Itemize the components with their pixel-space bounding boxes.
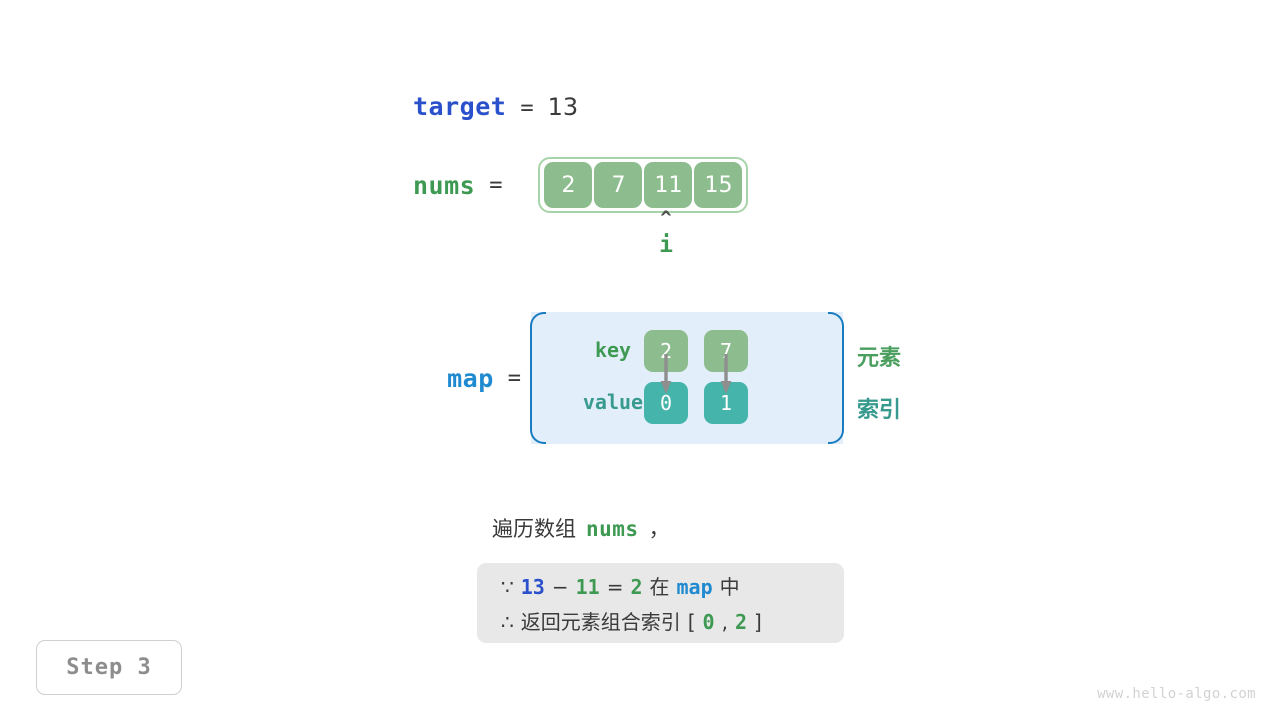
map-right-bracket <box>828 312 844 444</box>
target-value: 13 <box>547 93 579 121</box>
result-bracket-close: ] <box>754 610 762 634</box>
map-variable-name: map <box>447 363 494 393</box>
premise-map-name: map <box>676 575 713 599</box>
annotation-element: 元素 <box>857 346 902 371</box>
index-pointer-caret-icon: ^ <box>660 207 672 229</box>
map-key-row-label: key <box>594 338 632 362</box>
premise-mid-text: 在 <box>649 575 670 599</box>
minus-sign: − <box>551 575 569 599</box>
map-left-bracket <box>530 312 546 444</box>
premise-current-value: 11 <box>575 575 600 599</box>
map-declaration: map = key value 2 7 0 1 <box>413 312 844 444</box>
result-text: 返回元素组合索引 <box>520 610 681 634</box>
caption-prefix: 遍历数组 <box>492 517 576 541</box>
map-container: key value 2 7 0 1 <box>530 312 844 444</box>
result-index-first: 0 <box>702 610 715 634</box>
premise-complement-value: 2 <box>630 575 643 599</box>
result-comma: , <box>721 610 728 634</box>
map-value-row-label: value <box>582 390 644 414</box>
map-equals-sign: = <box>507 365 521 391</box>
key-to-value-arrow-icon <box>720 354 732 394</box>
conclusion-line-result: ∴ 返回元素组合索引 [ 0 , 2 ] <box>501 606 820 635</box>
step-badge: Step 3 <box>36 640 182 695</box>
array-cell: 15 <box>694 162 743 208</box>
index-pointer-label: i <box>659 232 673 258</box>
caption-variable-name: nums <box>586 517 639 541</box>
target-equals-sign: = <box>520 96 534 121</box>
premise-tail-text: 中 <box>719 575 740 599</box>
nums-variable-name: nums <box>413 170 476 200</box>
conclusion-box: ∵ 13 − 11 = 2 在 map 中 ∴ 返回元素组合索引 [ 0 , 2… <box>477 563 844 643</box>
key-to-value-arrow-icon <box>660 354 672 394</box>
because-symbol: ∵ <box>501 575 514 599</box>
conclusion-line-premise: ∵ 13 − 11 = 2 在 map 中 <box>501 571 820 600</box>
equals-sign: = <box>606 575 624 599</box>
map-label-group: map = <box>413 364 529 393</box>
caption-suffix: ， <box>648 517 670 541</box>
result-index-second: 2 <box>734 610 747 634</box>
array-cell: 11 <box>644 162 693 208</box>
premise-target-value: 13 <box>520 575 545 599</box>
nums-declaration: nums = 2 7 11 15 <box>413 157 749 213</box>
watermark: www.hello-algo.com <box>1097 686 1256 702</box>
annotation-index: 索引 <box>857 398 902 423</box>
nums-array-container: 2 7 11 15 <box>538 157 749 213</box>
result-bracket-open: [ <box>687 610 696 634</box>
target-variable-name: target <box>413 92 507 121</box>
therefore-symbol: ∴ <box>501 610 514 634</box>
array-cell: 7 <box>594 162 643 208</box>
array-cell: 2 <box>544 162 593 208</box>
nums-equals-sign: = <box>489 172 503 198</box>
target-declaration: target = 13 <box>413 92 578 121</box>
caption-traverse-array: 遍历数组 nums ， <box>492 513 670 543</box>
